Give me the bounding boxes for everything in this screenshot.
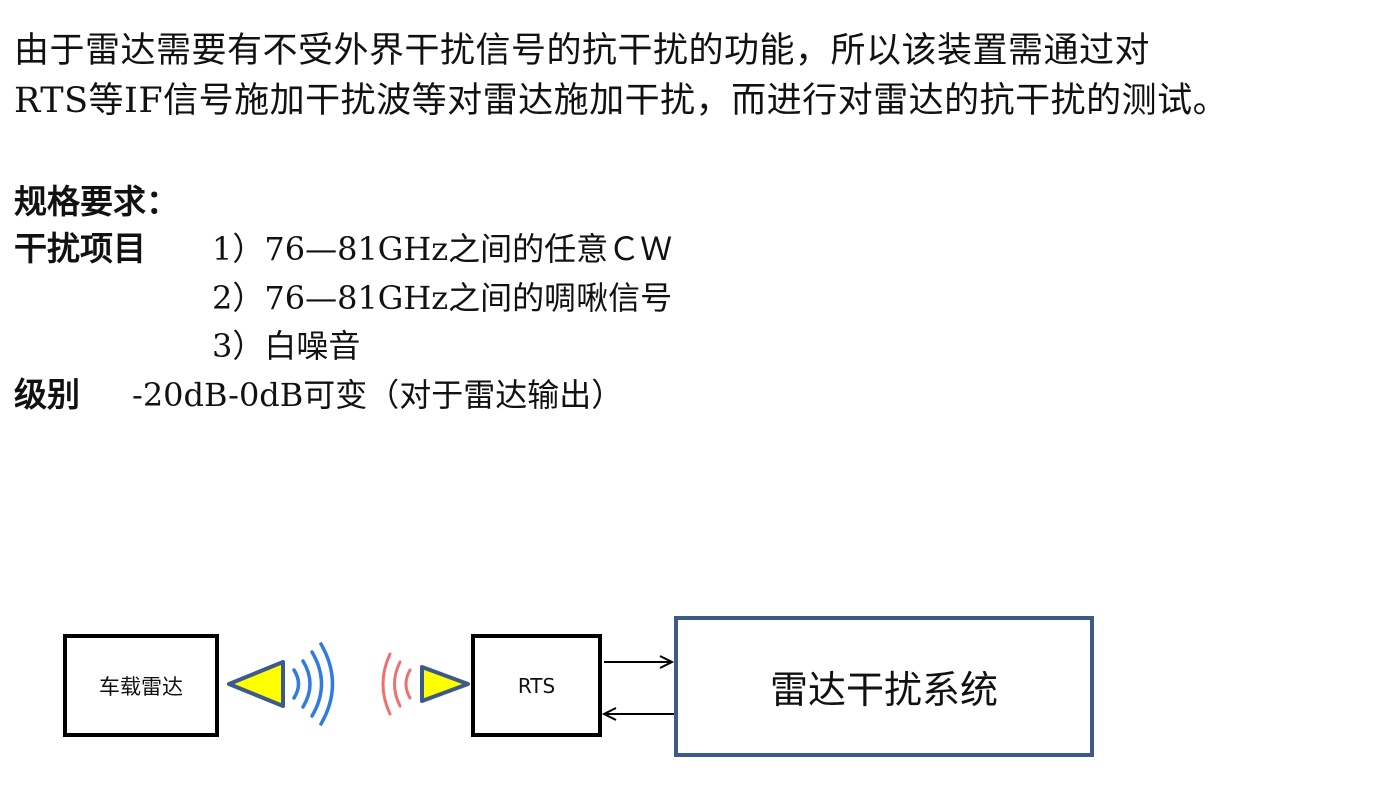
vehicle-radar-label: 车载雷达 (99, 674, 183, 699)
radar-interference-system-box: 雷达干扰系统 (674, 616, 1094, 757)
level-value: -20dB-0dB可变（对于雷达输出） (132, 376, 624, 414)
rts-box: RTS (471, 634, 602, 737)
intro-line-1: 由于雷达需要有不受外界干扰信号的抗干扰的功能，所以该装置需通过对 (14, 31, 1151, 71)
interference-item-3: 3）白噪音 (212, 327, 361, 365)
interference-label: 干扰项目 (14, 229, 146, 268)
spec-title: 规格要求： (14, 182, 179, 221)
radar-antenna-triangle (227, 660, 285, 708)
signal-arrows (601, 655, 675, 721)
rts-label: RTS (517, 673, 556, 698)
radar-waves-icon (292, 642, 335, 726)
interference-item-1: 1）76—81GHz之间的任意ＣＷ (212, 230, 673, 268)
interference-item-2: 2）76—81GHz之间的啁啾信号 (212, 279, 673, 317)
intro-line-2: RTS等IF信号施加干扰波等对雷达施加干扰，而进行对雷达的抗干扰的测试。 (14, 81, 1229, 121)
diagram-graphics (227, 642, 675, 726)
radar-interference-system-label: 雷达干扰系统 (769, 668, 998, 712)
vehicle-radar-box: 车载雷达 (63, 634, 219, 737)
rts-antenna-triangle (420, 665, 470, 703)
intro-paragraph: 由于雷达需要有不受外界干扰信号的抗干扰的功能，所以该装置需通过对 RTS等IF信… (14, 26, 1384, 126)
rts-waves-icon (381, 652, 412, 716)
level-label: 级别 (14, 375, 80, 414)
block-diagram: 车载雷达 RTS 雷达干扰系统 (0, 600, 1394, 787)
